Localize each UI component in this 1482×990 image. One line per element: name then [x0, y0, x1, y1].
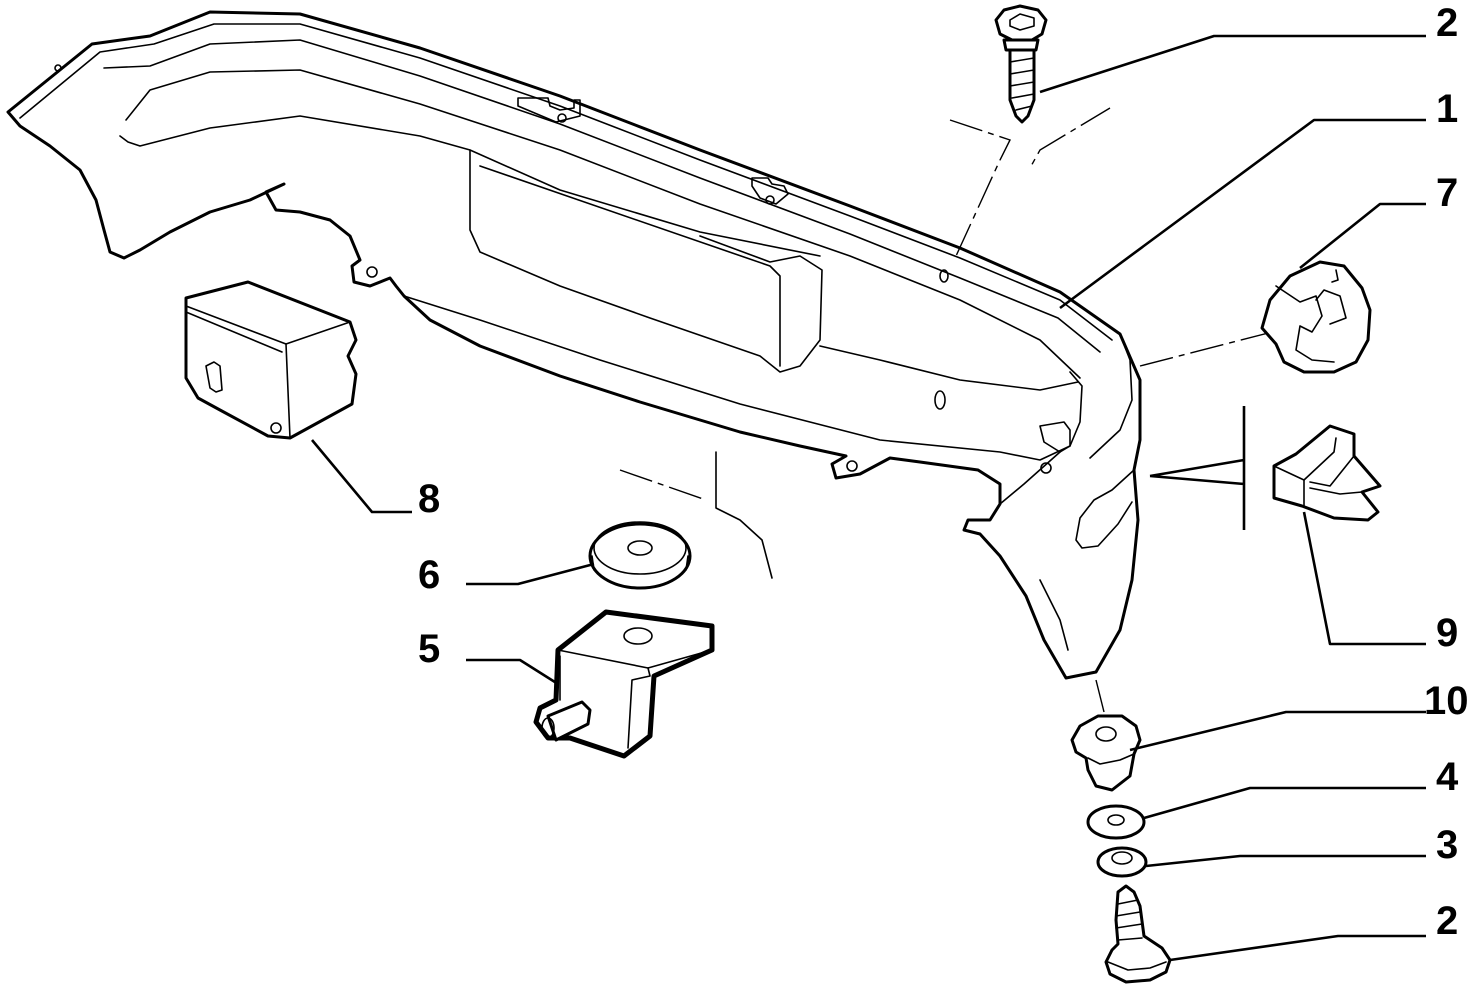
- callout-7: 7: [1436, 171, 1458, 215]
- axis-line-10: [1095, 679, 1105, 713]
- clip-round: [1260, 260, 1372, 374]
- screw-bottom: [1104, 884, 1172, 984]
- callout-2-bottom: 2: [1436, 899, 1458, 943]
- leader-1: [1059, 118, 1426, 310]
- leader-9: [1302, 511, 1426, 646]
- axis-line-1: [1029, 107, 1111, 169]
- leader-3: [1145, 854, 1426, 868]
- leader-2-bottom: [1169, 934, 1426, 962]
- spring-washer: [1096, 846, 1148, 878]
- leader-2-top: [1039, 34, 1426, 94]
- leader-8: [311, 439, 412, 514]
- nut-insert: [1070, 714, 1142, 792]
- leader-5: [466, 658, 559, 686]
- rubber-washer: [588, 521, 692, 590]
- callout-9: 9: [1436, 611, 1458, 655]
- bracket-group-9: [1149, 406, 1246, 530]
- axis-line-6: [619, 469, 707, 501]
- callout-5: 5: [418, 627, 440, 671]
- axis-line-2: [949, 119, 1011, 257]
- axis-line-7: [1139, 329, 1281, 367]
- callout-1: 1: [1436, 87, 1458, 131]
- screw-top: [994, 4, 1048, 124]
- box-bracket: [184, 280, 358, 440]
- callout-6: 6: [418, 553, 440, 597]
- callout-4: 4: [1436, 755, 1459, 799]
- body-contour-line: [715, 451, 773, 579]
- leader-10: [1129, 710, 1426, 752]
- bumper-panel: [6, 10, 1142, 680]
- stud-bracket: [533, 609, 715, 759]
- spring-clip: [1272, 424, 1382, 522]
- callout-3: 3: [1436, 823, 1458, 867]
- leader-6: [466, 562, 595, 586]
- callout-10: 10: [1424, 679, 1469, 723]
- flat-washer: [1086, 804, 1146, 840]
- leader-4: [1143, 786, 1426, 820]
- leader-7: [1299, 202, 1426, 270]
- callout-8: 8: [418, 477, 440, 521]
- callout-2-top: 2: [1436, 1, 1458, 45]
